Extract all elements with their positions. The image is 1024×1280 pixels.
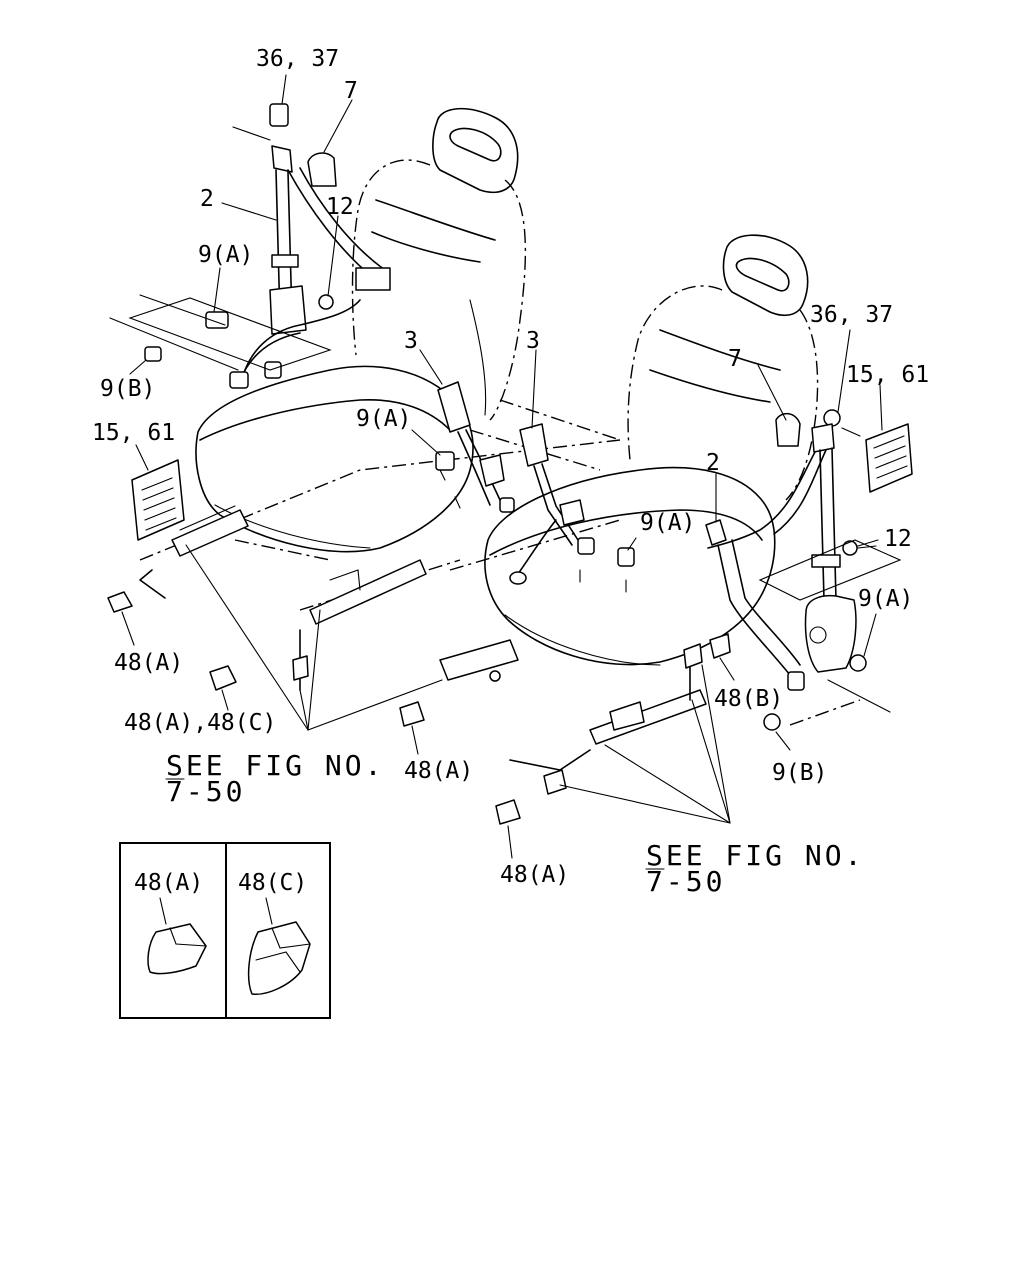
bolt-12-icon-right xyxy=(842,540,858,556)
label-center-cap-48a: 48(A) xyxy=(404,758,473,784)
cap-48a-lower-icon xyxy=(495,799,521,825)
bolt-36-37-icon xyxy=(269,103,289,127)
label-left-bolt-12: 12 xyxy=(326,194,354,220)
cap-48a-48c-icon xyxy=(209,665,237,691)
panel-15-61-icon xyxy=(131,459,185,541)
label-center-buckle-3: 3 xyxy=(526,328,540,354)
center-buckles xyxy=(435,381,635,593)
label-left-belt-2: 2 xyxy=(200,186,214,212)
label-left-cover-7: 7 xyxy=(344,78,358,104)
label-right-cap-48b: 48(B) xyxy=(714,686,783,712)
right-belt-assembly xyxy=(705,409,913,731)
reference-right-line1: SEE FIG NO. xyxy=(646,839,864,872)
leader-lines xyxy=(121,74,883,859)
buckle-3-right-icon xyxy=(519,423,549,467)
label-right-cap-48a: 48(A) xyxy=(500,862,569,888)
reference-right: SEE FIG NO. 7-50 xyxy=(645,839,864,898)
cap-48a-center-icon xyxy=(399,701,425,727)
bolt-12-icon xyxy=(318,294,334,310)
label-left-cap-48a-48c: 48(A),48(C) xyxy=(124,710,276,736)
label-left-cap-48a: 48(A) xyxy=(114,650,183,676)
label-right-center-bolt-9a: 9(A) xyxy=(640,510,695,536)
label-right-panel-15-61: 15, 61 xyxy=(846,362,929,388)
buckle-3-left-icon xyxy=(437,381,471,433)
inset-cap-48c-icon xyxy=(247,921,311,995)
right-seat xyxy=(484,234,819,666)
seat-rails xyxy=(139,505,707,795)
label-right-bolt-9b: 9(B) xyxy=(772,760,827,786)
label-right-cover-7: 7 xyxy=(728,346,742,372)
label-right-belt-2: 2 xyxy=(706,450,720,476)
cover-7-icon xyxy=(307,152,337,187)
reference-left: SEE FIG NO. 7-50 xyxy=(165,749,384,808)
inset-label-48c: 48(C) xyxy=(238,870,307,896)
inset-label-48a: 48(A) xyxy=(134,870,203,896)
cap-48a-icon xyxy=(107,591,133,613)
cover-7-icon-right xyxy=(775,412,801,447)
left-seat xyxy=(195,107,527,553)
inset-cap-48a-icon xyxy=(147,923,207,975)
label-left-bolt-9a: 9(A) xyxy=(198,242,253,268)
reference-left-line2: 7-50 xyxy=(166,775,245,808)
reference-right-line2: 7-50 xyxy=(646,865,725,898)
label-right-bolt-36-37: 36, 37 xyxy=(810,302,893,328)
reference-left-line1: SEE FIG NO. xyxy=(166,749,384,782)
label-left-panel-15-61: 15, 61 xyxy=(92,420,175,446)
label-left-bolt-9b: 9(B) xyxy=(100,376,155,402)
label-left-bolt-36-37: 36, 37 xyxy=(256,46,339,72)
caps-48 xyxy=(107,591,731,825)
label-right-bolt-12: 12 xyxy=(884,526,912,552)
bolt-9b-icon xyxy=(144,346,162,362)
label-left-buckle-3: 3 xyxy=(404,328,418,354)
left-belt-assembly xyxy=(109,103,391,541)
panel-15-61-icon-right xyxy=(865,423,913,493)
inset-box: 48(A) 48(C) xyxy=(119,842,331,1019)
label-right-bolt-9a: 9(A) xyxy=(858,586,913,612)
label-center-bolt-9a: 9(A) xyxy=(356,406,411,432)
cap-48b-icon xyxy=(709,633,731,659)
bolt-9b-icon-right xyxy=(763,713,781,731)
callout-labels: 36, 37 7 2 12 9(A) 9(B) 15, 61 3 3 9(A) … xyxy=(92,46,929,888)
bolt-9a-icon-right xyxy=(849,654,867,672)
